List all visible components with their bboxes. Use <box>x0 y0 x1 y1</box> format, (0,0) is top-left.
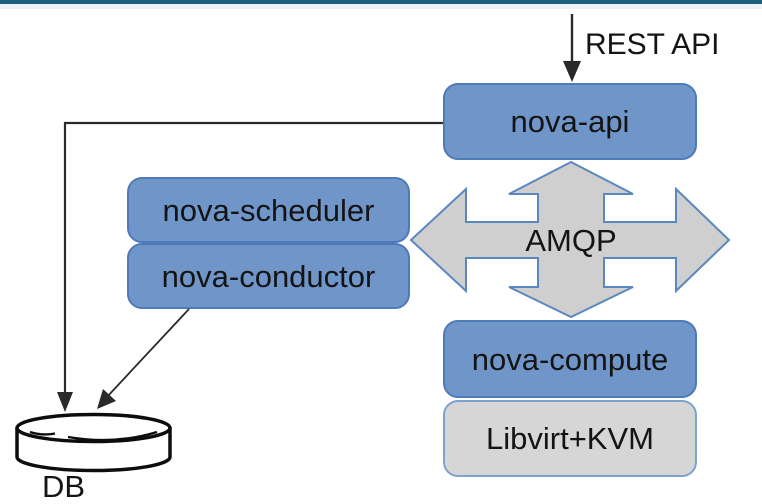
nova-conductor-to-db-arrowhead <box>97 389 116 409</box>
nova-conductor-to-db-line <box>105 308 190 399</box>
db-label: DB <box>42 469 86 504</box>
node-nova-scheduler: nova-scheduler <box>127 177 410 243</box>
nova-api-to-db-arrowhead <box>57 392 73 412</box>
page-header-bar <box>0 0 762 4</box>
node-nova-api-label: nova-api <box>510 104 630 139</box>
node-nova-conductor: nova-conductor <box>127 243 410 309</box>
node-nova-scheduler-label: nova-scheduler <box>162 192 375 228</box>
rest-api-label: REST API <box>585 28 720 61</box>
db-cylinder <box>15 412 172 473</box>
node-nova-conductor-label: nova-conductor <box>161 258 376 294</box>
db-cylinder-accent-right <box>67 430 158 442</box>
amqp-label: AMQP <box>525 223 617 258</box>
amqp-cross-arrow <box>409 160 731 319</box>
node-libvirt-kvm-label: Libvirt+KVM <box>486 421 654 456</box>
db-cylinder-top <box>15 412 172 444</box>
rest-api-arrowhead <box>563 61 581 82</box>
node-nova-compute: nova-compute <box>443 320 697 398</box>
node-nova-api: nova-api <box>443 83 697 160</box>
nova-api-to-db-line <box>63 121 443 396</box>
node-nova-compute-label: nova-compute <box>471 341 669 377</box>
node-libvirt-kvm: Libvirt+KVM <box>443 400 697 477</box>
db-cylinder-accent-left <box>29 430 56 436</box>
page-header-strip <box>0 4 762 9</box>
